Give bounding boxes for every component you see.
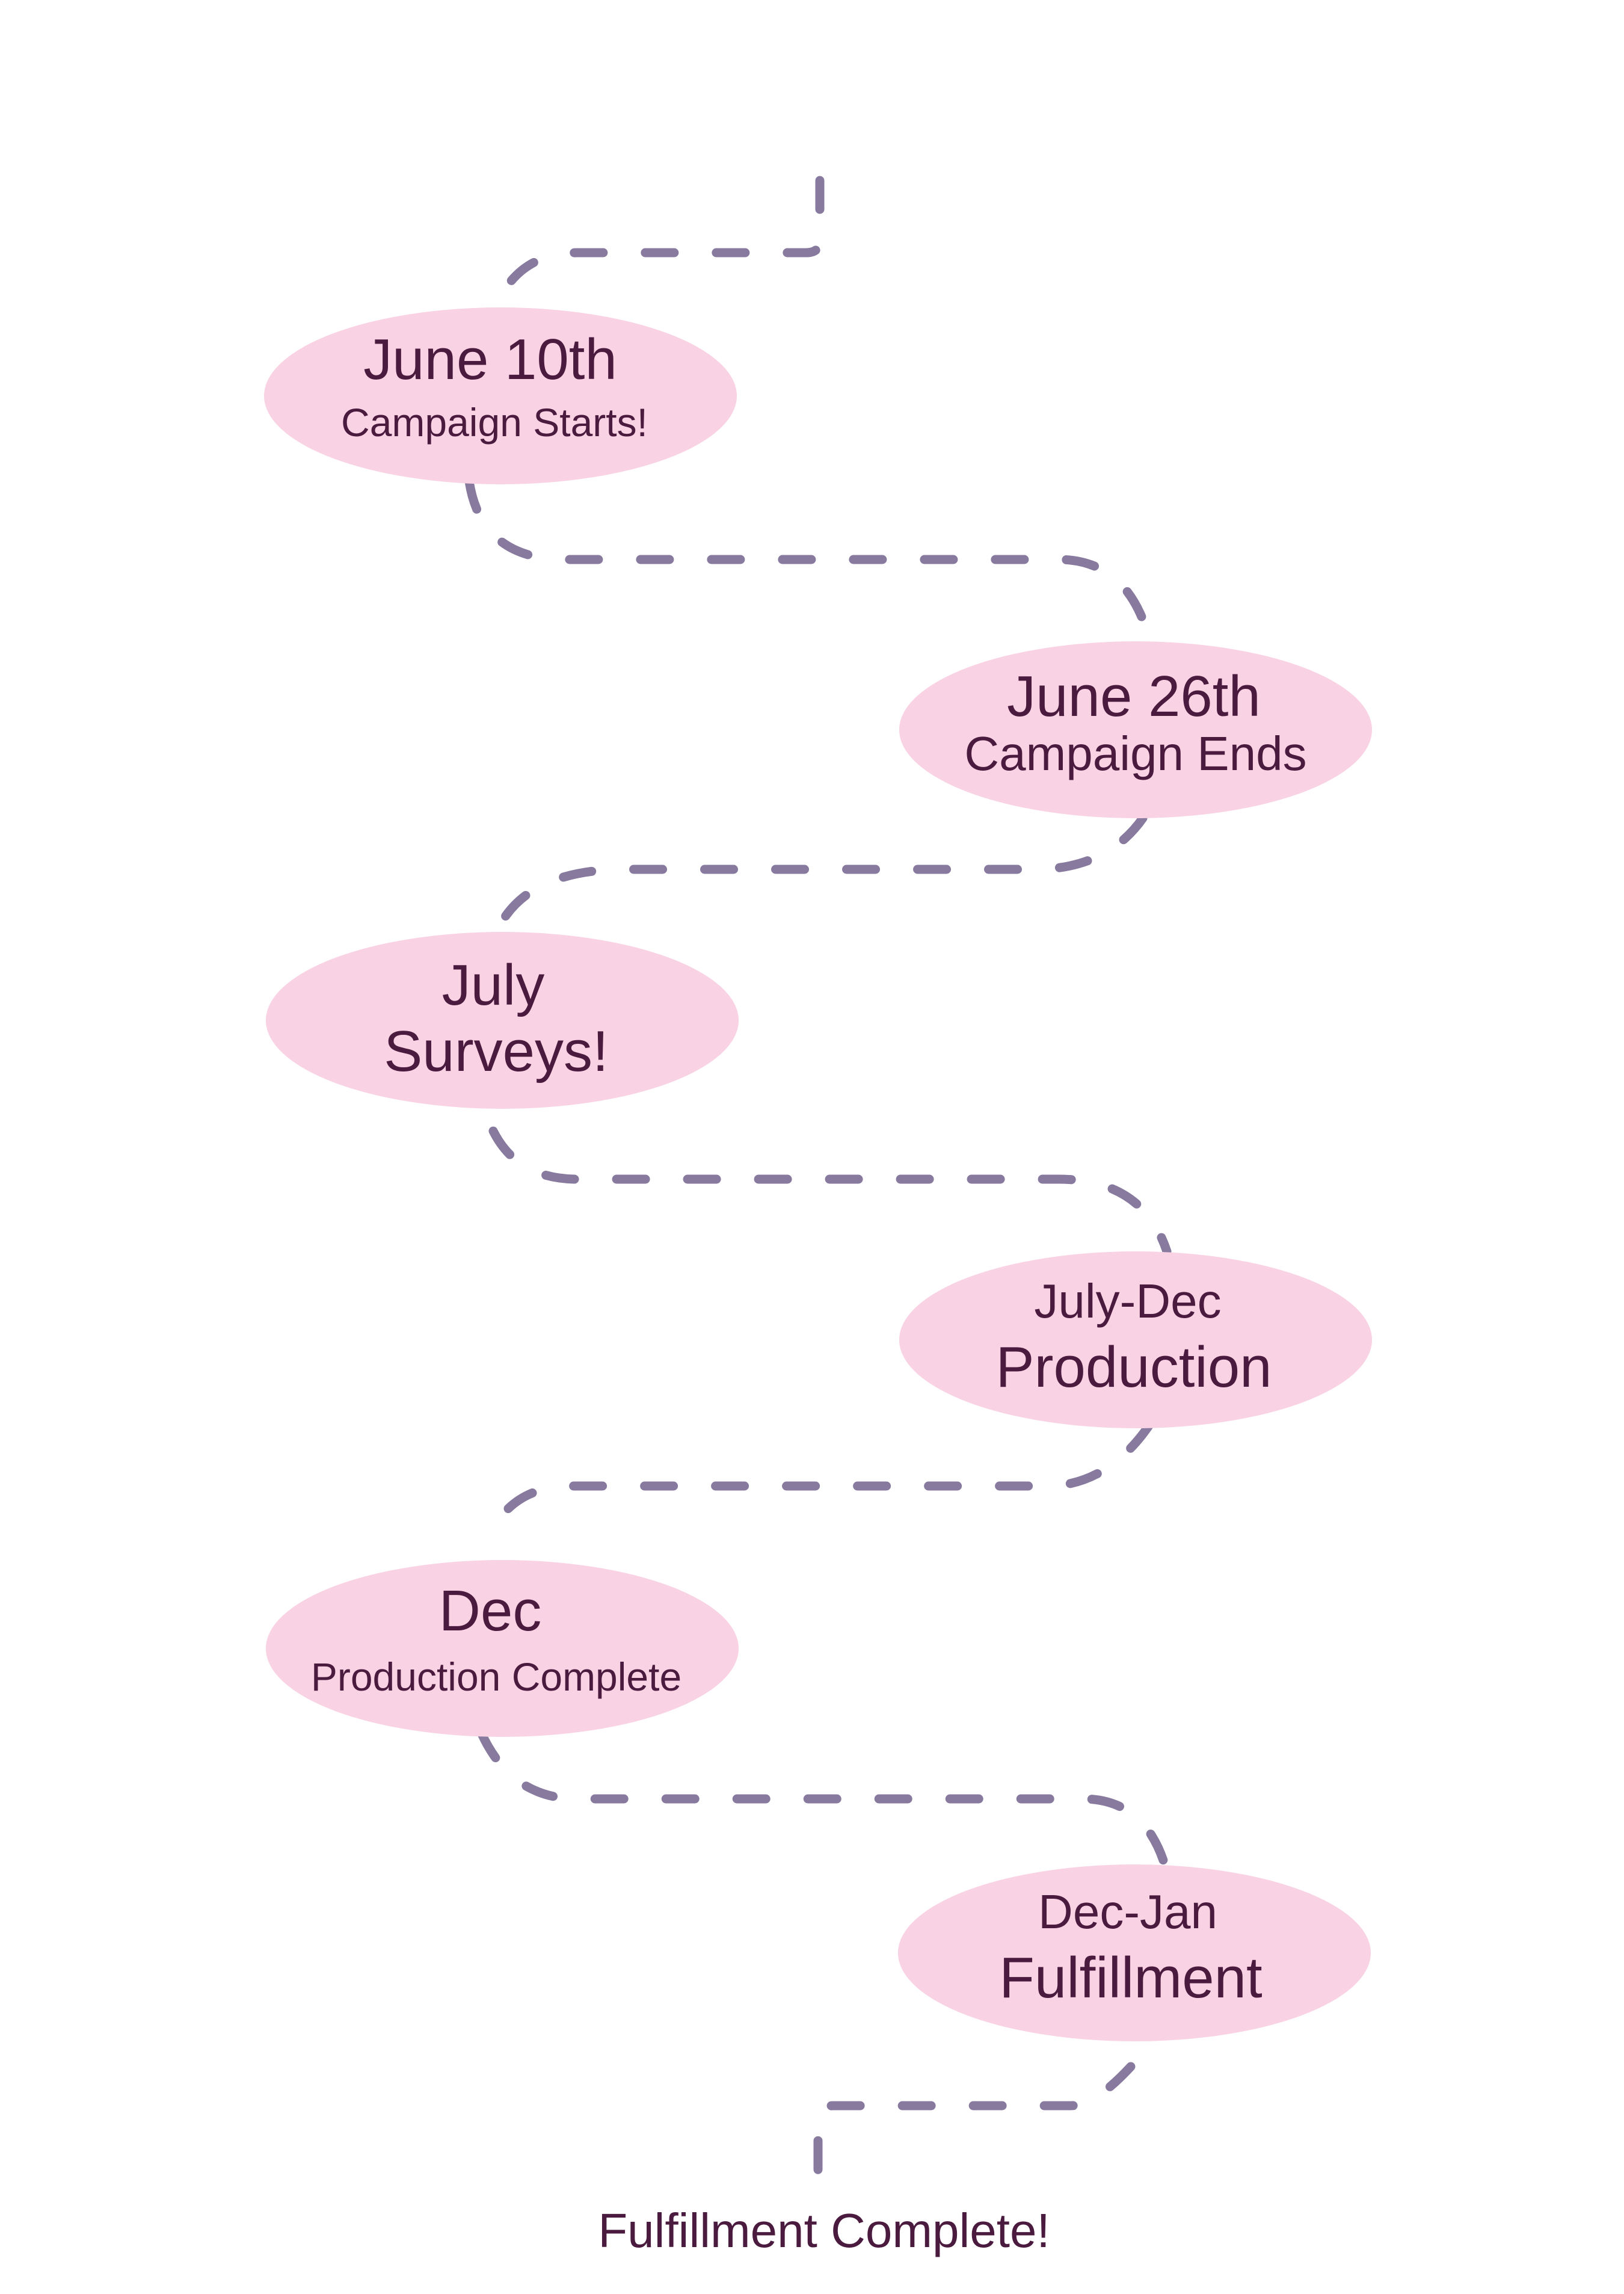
milestone-bubble bbox=[899, 641, 1372, 818]
milestone-2: June 26th Campaign Ends bbox=[899, 641, 1372, 818]
dashed-timeline-path bbox=[464, 176, 1172, 2189]
milestone-6: Dec-Jan Fulfillment bbox=[898, 1864, 1371, 2041]
milestone-date: Dec-Jan bbox=[1038, 1885, 1217, 1938]
milestone-label: Campaign Starts! bbox=[341, 400, 648, 445]
milestone-date: June 26th bbox=[1007, 664, 1261, 729]
milestone-1: June 10th Campaign Starts! bbox=[264, 307, 737, 484]
milestone-bubble bbox=[266, 1560, 739, 1737]
milestone-label: Campaign Ends bbox=[964, 727, 1306, 780]
milestone-date: Dec bbox=[439, 1579, 542, 1643]
milestone-date: June 10th bbox=[363, 327, 617, 392]
milestone-bubble bbox=[266, 932, 739, 1109]
milestone-label: Production Complete bbox=[311, 1654, 681, 1699]
milestone-label: Surveys! bbox=[384, 1019, 608, 1084]
milestone-bubble bbox=[899, 1251, 1372, 1428]
milestone-4: July-Dec Production bbox=[899, 1251, 1372, 1428]
milestone-bubble bbox=[264, 307, 737, 484]
milestone-date: July-Dec bbox=[1034, 1274, 1221, 1328]
end-label: Fulfillment Complete! bbox=[598, 2204, 1050, 2257]
milestone-3: July Surveys! bbox=[266, 932, 739, 1109]
milestone-label: Production bbox=[996, 1335, 1272, 1399]
milestone-bubble bbox=[898, 1864, 1371, 2041]
milestone-date: July bbox=[442, 953, 545, 1017]
milestone-label: Fulfillment bbox=[999, 1946, 1262, 2010]
milestone-5: Dec Production Complete bbox=[266, 1560, 739, 1737]
